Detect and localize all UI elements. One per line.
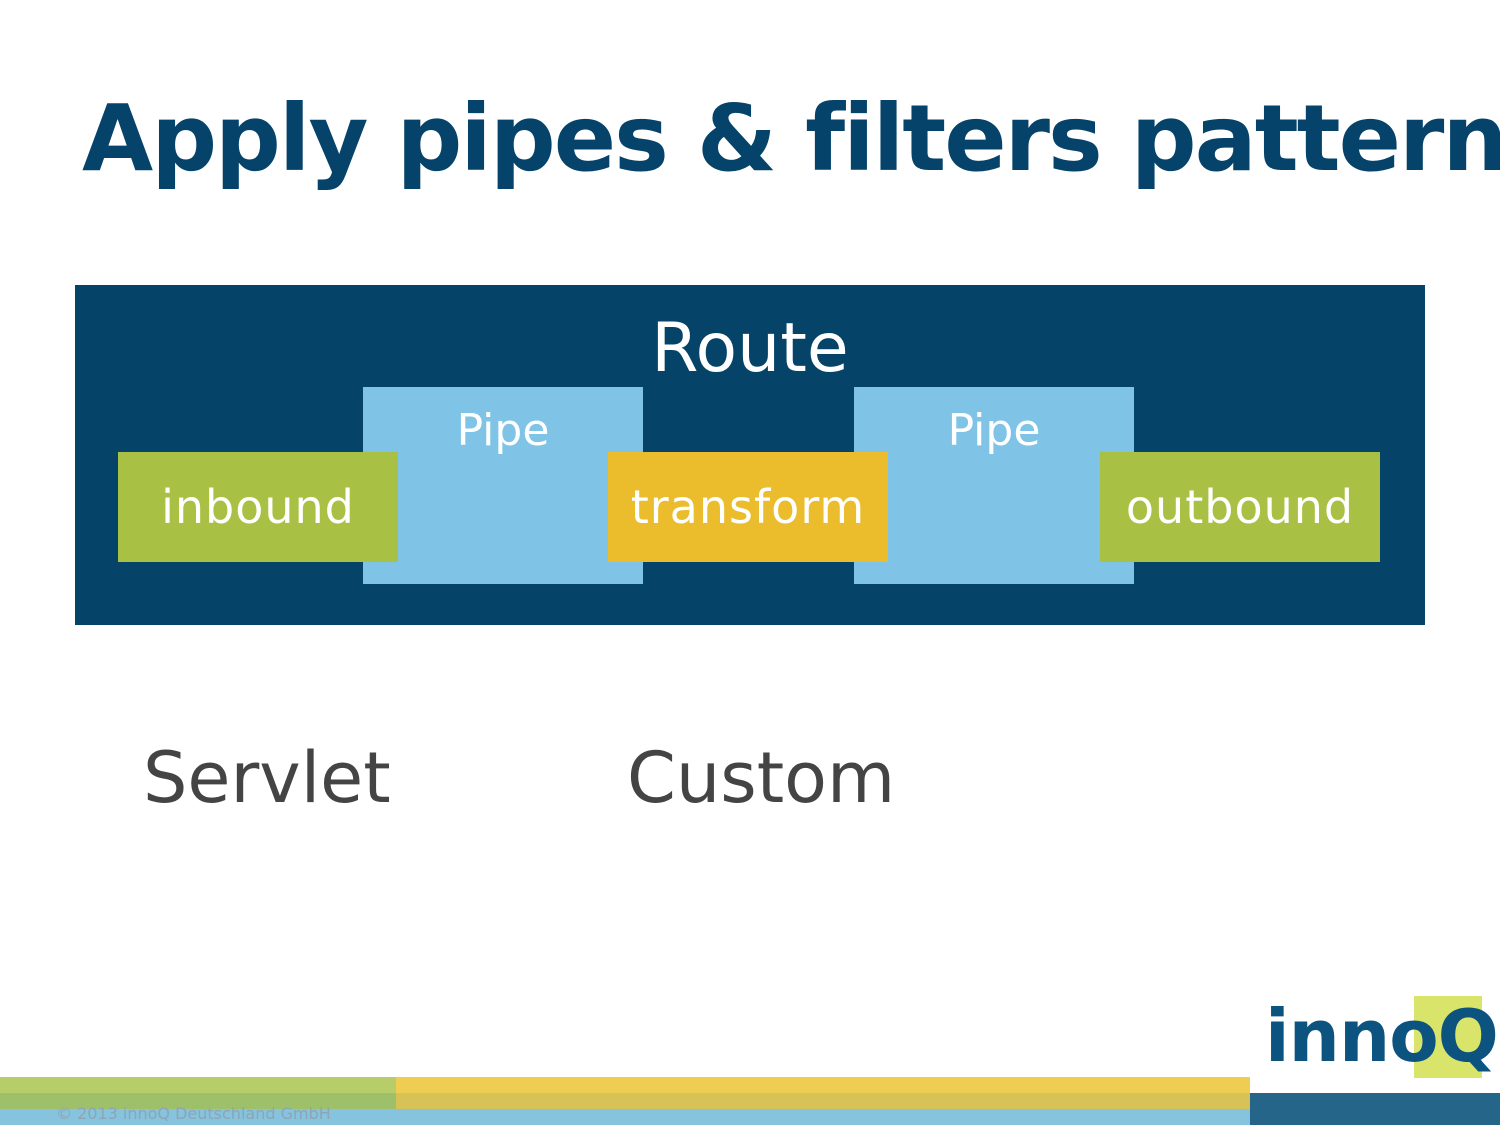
- route-box: Route Pipe Pipe inbound transform outbou…: [75, 285, 1425, 625]
- footer-stripe-yellow: [396, 1077, 1250, 1093]
- logo-accent: [1414, 996, 1482, 1078]
- servlet-label: Servlet: [143, 737, 391, 819]
- footer-stripe-navy: [1250, 1093, 1500, 1125]
- filter-transform: transform: [608, 452, 888, 562]
- pipe-1-label: Pipe: [456, 405, 550, 456]
- page-title: Apply pipes & filters pattern: [82, 85, 1500, 192]
- footer-stripe-blue: [0, 1109, 1250, 1125]
- copyright-text: © 2013 innoQ Deutschland GmbH: [56, 1104, 331, 1123]
- pipe-2: Pipe: [854, 387, 1134, 584]
- innoq-logo: innoQ: [1265, 994, 1499, 1078]
- filter-inbound: inbound: [118, 452, 398, 562]
- footer-stripe-green: [0, 1077, 396, 1093]
- footer-stripe-green-dark: [0, 1093, 396, 1109]
- pipe-1: Pipe: [363, 387, 643, 584]
- pipe-2-label: Pipe: [947, 405, 1041, 456]
- filter-outbound: outbound: [1100, 452, 1380, 562]
- custom-label: Custom: [627, 737, 896, 819]
- route-label: Route: [651, 309, 849, 388]
- footer-stripe-yellow-dark: [396, 1093, 1250, 1109]
